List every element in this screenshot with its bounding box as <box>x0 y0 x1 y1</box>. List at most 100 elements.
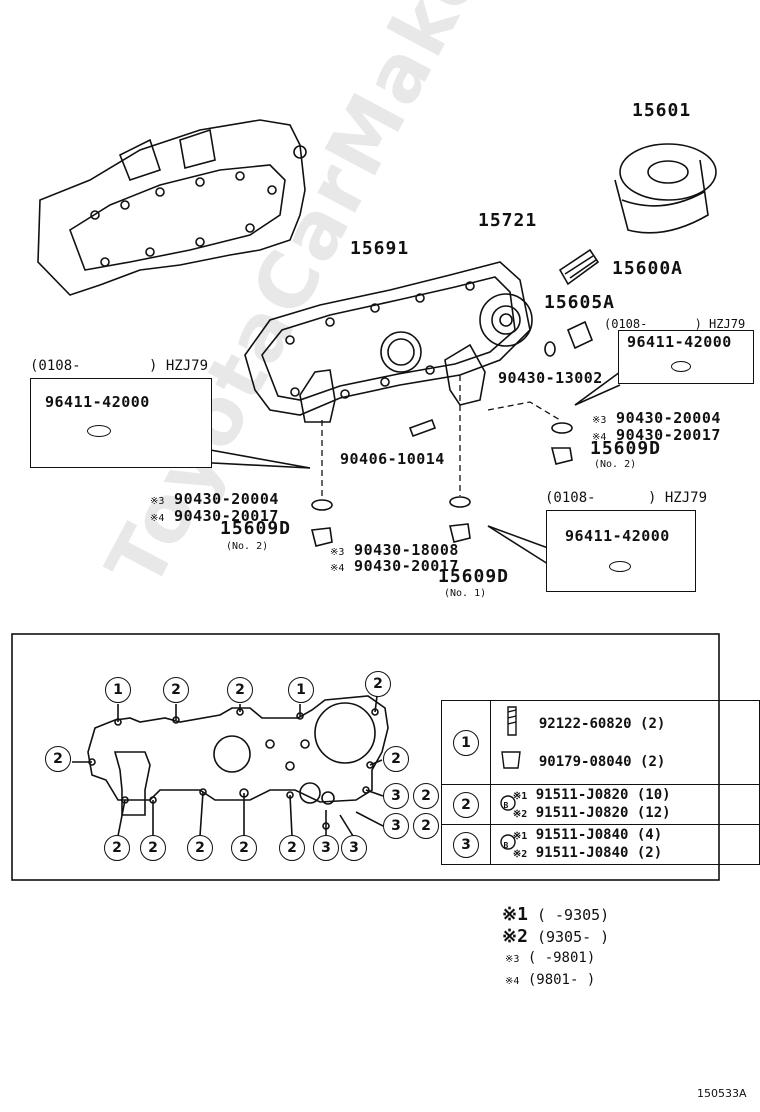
header-code: (0108- <box>30 358 81 374</box>
header-model: ) HZJ79 <box>694 317 746 331</box>
right-plug-sub: (No. 2) <box>594 459 637 470</box>
legend-parts-cell: 92122-60820 (2) 90179-08040 (2) <box>489 700 760 785</box>
left-plug-sub: (No. 2) <box>226 541 269 552</box>
bolt-key-marker: 2 <box>413 783 439 809</box>
bolt-key-marker: 3 <box>313 835 339 861</box>
part-number: 90430-20004 <box>616 409 721 427</box>
legend-line: ※2 91511-J0820 (12) <box>513 805 753 823</box>
header-code: (0108- <box>545 490 596 506</box>
footnote-range: (9305- ) <box>536 928 610 946</box>
note-mark: ※3 <box>592 415 607 426</box>
legend-line: ※1 91511-J0820 (10) <box>513 787 753 805</box>
legend-qty: (4) <box>636 826 663 843</box>
footnote-3: ※3 ( -9801) <box>505 950 595 966</box>
center-plug-sub: (No. 1) <box>444 588 487 599</box>
center-plug-gasket-2: ※4 90430-20017 <box>330 556 459 575</box>
legend-key-marker: 1 <box>452 729 479 756</box>
callout-left-box: 96411-42000 <box>30 378 212 468</box>
footnote-range: (9801- ) <box>527 972 596 988</box>
bolt-key-marker: 1 <box>105 677 131 703</box>
legend-row: 2 B ※1 91511-J0820 (10) ※2 91511-J0820 (… <box>441 784 760 825</box>
bolt-key-marker: 2 <box>104 835 130 861</box>
bolt-legend-table: 1 92122-60820 (2) 90179-08040 (2) 2 B ※1… <box>441 700 760 865</box>
legend-row: 3 B ※1 91511-J0840 (4) ※2 91511-J0840 (2… <box>441 824 760 865</box>
legend-part: 91511-J0820 <box>535 804 629 821</box>
footnote-mark: ※2 <box>502 926 528 947</box>
bolt-key-marker: 2 <box>279 835 305 861</box>
legend-key-cell: 2 <box>441 784 491 825</box>
callout-part-number: 96411-42000 <box>627 333 732 351</box>
header-model: ) HZJ79 <box>149 358 209 374</box>
legend-qty: (2) <box>636 844 663 861</box>
plug-cap-icon <box>671 361 691 372</box>
bolt-key-marker: 3 <box>341 835 367 861</box>
bolt-key-marker: 2 <box>413 813 439 839</box>
b-mark-icon: B <box>503 840 509 850</box>
legend-mark: ※2 <box>512 808 528 820</box>
legend-mark: ※2 <box>512 848 528 860</box>
callout-left-header: (0108- ) HZJ79 <box>30 358 208 374</box>
part-number: 90430-20017 <box>616 426 721 444</box>
footnote-mark: ※4 <box>505 976 520 987</box>
relief-valve-part-number: 15605A <box>544 292 616 313</box>
footnote-4: ※4 (9801- ) <box>505 972 595 988</box>
filter-part-number: 15601 <box>632 100 692 121</box>
part-number: 90430-20017 <box>354 557 459 575</box>
legend-line: 90179-08040 (2) <box>539 743 753 781</box>
bolt-key-marker: 3 <box>383 813 409 839</box>
note-mark: ※3 <box>330 547 345 558</box>
legend-line: 92122-60820 (2) <box>539 705 753 743</box>
legend-qty: (12) <box>636 804 671 821</box>
note-mark: ※3 <box>150 496 165 507</box>
bolt-key-marker: 2 <box>383 746 409 772</box>
legend-part: 91511-J0820 <box>535 786 629 803</box>
legend-mark: ※1 <box>512 790 528 802</box>
gasket-part-number: 90430-13002 <box>498 369 603 387</box>
header-code: (0108- <box>604 317 648 331</box>
legend-qty: (10) <box>636 786 671 803</box>
legend-key-cell: 3 <box>441 824 491 865</box>
legend-row: 1 92122-60820 (2) 90179-08040 (2) <box>441 700 760 785</box>
legend-part: 92122-60820 <box>538 715 632 732</box>
bolt-key-marker: 3 <box>383 783 409 809</box>
footnote-2: ※2 (9305- ) <box>502 926 609 947</box>
footnote-range: ( -9801) <box>527 950 596 966</box>
bolt-key-marker: 2 <box>140 835 166 861</box>
bolt-key-marker: 2 <box>163 677 189 703</box>
legend-key-marker: 3 <box>452 831 479 858</box>
legend-key-cell: 1 <box>441 700 491 785</box>
bolt-key-marker: 2 <box>187 835 213 861</box>
legend-part: 91511-J0840 <box>535 826 629 843</box>
legend-part: 90179-08040 <box>538 753 632 770</box>
legend-line: ※2 91511-J0840 (2) <box>513 845 753 863</box>
callout-part-number: 96411-42000 <box>45 393 150 411</box>
legend-mark: ※1 <box>512 830 528 842</box>
legend-part: 91511-J0840 <box>535 844 629 861</box>
left-plug-gasket-1: ※3 90430-20004 <box>150 489 279 508</box>
bolt-key-marker: 2 <box>365 671 391 697</box>
callout-part-number: 96411-42000 <box>565 527 670 545</box>
note-mark: ※4 <box>592 432 607 443</box>
header-model: ) HZJ79 <box>648 490 708 506</box>
part-number: 90430-20017 <box>174 507 279 525</box>
left-plug-part-number: 15609D <box>220 518 292 539</box>
plug-cap-icon <box>87 425 111 437</box>
b-mark-icon: B <box>503 800 509 810</box>
callout-right-mid-box: 96411-42000 <box>546 510 696 592</box>
center-plug-gasket-1: ※3 90430-18008 <box>330 540 459 559</box>
left-plug-gasket-2: ※4 90430-20017 <box>150 506 279 525</box>
part-number: 90430-20004 <box>174 490 279 508</box>
right-plug-part-number: 15609D <box>590 438 662 459</box>
right-plug-gasket-2: ※4 90430-20017 <box>592 425 721 444</box>
legend-qty: (2) <box>640 715 666 732</box>
stud-part-number: 90406-10014 <box>340 450 445 468</box>
footnote-mark: ※1 <box>502 904 528 925</box>
bolt-key-marker: 2 <box>231 835 257 861</box>
plug-cap-icon <box>609 561 631 572</box>
bolt-key-marker: 1 <box>288 677 314 703</box>
legend-parts-cell: B ※1 91511-J0820 (10) ※2 91511-J0820 (12… <box>489 784 760 825</box>
legend-qty: (2) <box>640 753 666 770</box>
legend-parts-cell: B ※1 91511-J0840 (4) ※2 91511-J0840 (2) <box>489 824 760 865</box>
cover-part-number: 15691 <box>350 238 410 259</box>
center-plug-part-number: 15609D <box>438 566 510 587</box>
